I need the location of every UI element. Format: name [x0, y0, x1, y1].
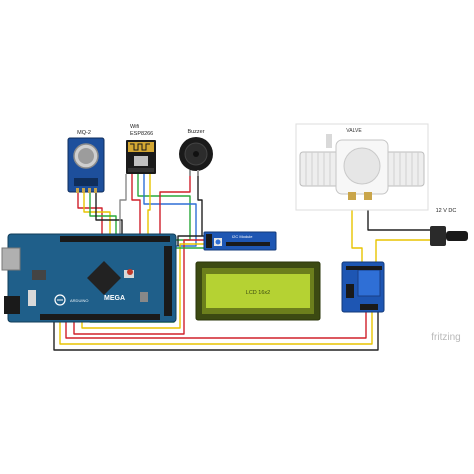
wire-esp-grey [119, 174, 127, 236]
buzzer: Buzzer [179, 129, 213, 176]
wire-esp-red [131, 174, 141, 236]
wire-mq2-yellow [83, 193, 111, 236]
wire-relay-red [65, 312, 367, 339]
wires [53, 172, 430, 351]
wire-relay-black [53, 312, 379, 351]
wire-esp-blue [143, 174, 197, 247]
board-name: MEGA [104, 295, 125, 302]
i2c-label: I2C Module [232, 234, 253, 239]
wifi-label-line1: Wifi [130, 124, 139, 130]
solenoid-valve: VALVE [295, 123, 429, 211]
board-brand: ARDUINO [70, 298, 88, 303]
lcd-label: LCD 16x2 [246, 290, 270, 296]
wire-esp-yellow [147, 174, 151, 236]
power-jack: 12 V DC [430, 208, 468, 246]
mq2-sensor: MQ-2 [67, 130, 105, 193]
valve-label: VALVE [346, 128, 362, 134]
wire-esp-green [137, 174, 191, 241]
wire-power-yellow [375, 239, 430, 262]
wire-i2c-black [177, 235, 204, 246]
i2c-module: I2C Module [203, 231, 277, 251]
fritzing-watermark: fritzing [431, 332, 460, 343]
mq2-label: MQ-2 [77, 130, 91, 136]
wire-buzzer-red [159, 172, 191, 236]
wire-i2c-yellow [81, 243, 204, 329]
esp8266-module: Wifi ESP8266 [126, 124, 156, 174]
lcd-16x2: LCD 16x2 [195, 261, 321, 321]
power-label: 12 V DC [436, 208, 457, 214]
wire-relay-yellow [59, 312, 373, 345]
wifi-label-line2: ESP8266 [130, 131, 153, 137]
wire-mq2-green [89, 193, 117, 236]
arduino-mega-board: ARDUINO MEGA [1, 233, 177, 323]
wire-buzzer-black [197, 172, 203, 236]
wire-valve-yellow [351, 196, 363, 262]
buzzer-label: Buzzer [187, 129, 204, 135]
relay-module [341, 261, 385, 313]
wire-mq2-black [95, 193, 123, 236]
wire-i2c-red [73, 239, 204, 335]
